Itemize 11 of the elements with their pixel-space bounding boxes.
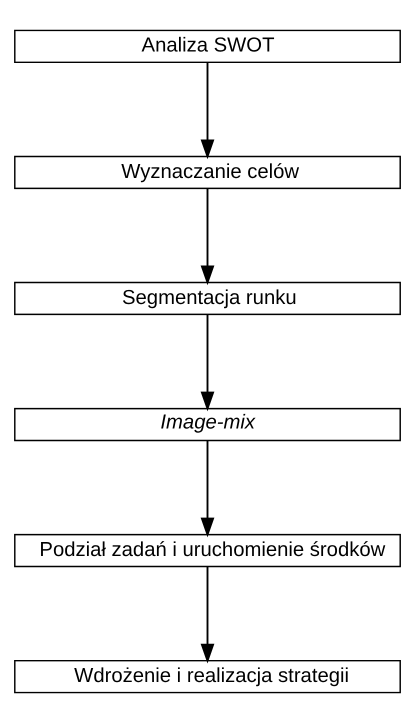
node-box: Podział zadań i uruchomienie środków (14, 534, 400, 568)
node-box: Image-mix (14, 408, 400, 442)
arrow (200, 440, 214, 538)
arrow (200, 62, 214, 160)
node-box: Analiza SWOT (14, 30, 400, 64)
arrow (200, 314, 214, 412)
arrow (200, 188, 214, 286)
node-box: Wdrożenie i realizacja strategii (14, 660, 400, 694)
arrow (200, 566, 214, 664)
node-box: Wyznaczanie celów (14, 156, 400, 190)
node-box: Segmentacja runku (14, 282, 400, 316)
